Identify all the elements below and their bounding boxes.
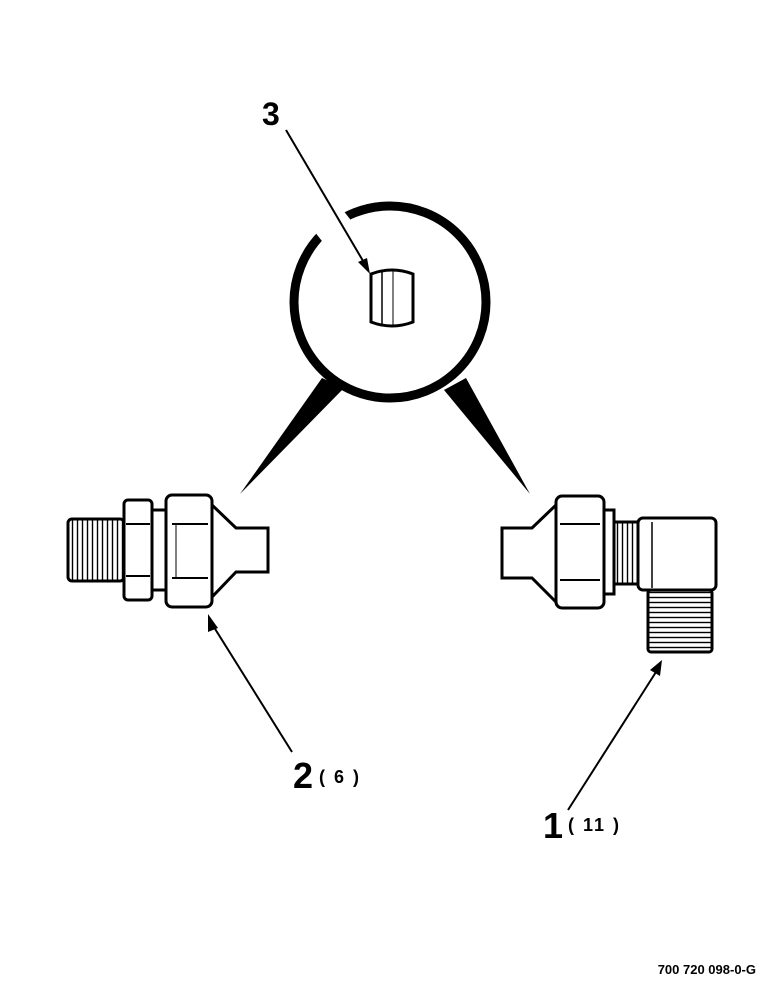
- callout-2-number: 2: [293, 755, 314, 796]
- ferrule-detail: [369, 268, 415, 328]
- callout-1-number: 1: [543, 805, 564, 846]
- callout-2-quantity: ( 6 ): [319, 767, 362, 787]
- straight-fitting: [66, 493, 270, 609]
- detail-magnifier: [240, 201, 530, 494]
- magnifier-pointer-right: [444, 378, 530, 494]
- leader-item-1: [567, 660, 662, 811]
- document-number: 700 720 098-0-G: [657, 962, 756, 977]
- leader-item-2: [208, 614, 293, 753]
- callout-3-number: 3: [262, 96, 280, 132]
- elbow-fitting: [500, 494, 718, 654]
- leader-item-3: [285, 129, 370, 274]
- magnifier-pointer-left: [240, 378, 344, 494]
- callout-1-quantity: ( 11 ): [568, 815, 622, 835]
